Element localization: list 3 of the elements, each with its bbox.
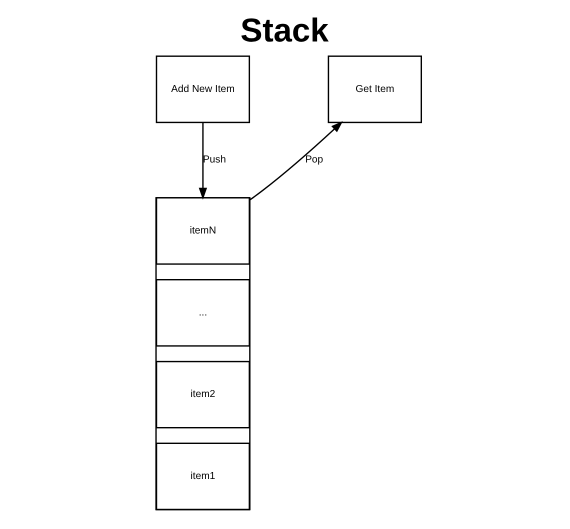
diagram-title: Stack — [240, 12, 329, 50]
edge-label: Pop — [305, 154, 324, 166]
edge-label: Push — [202, 154, 226, 166]
